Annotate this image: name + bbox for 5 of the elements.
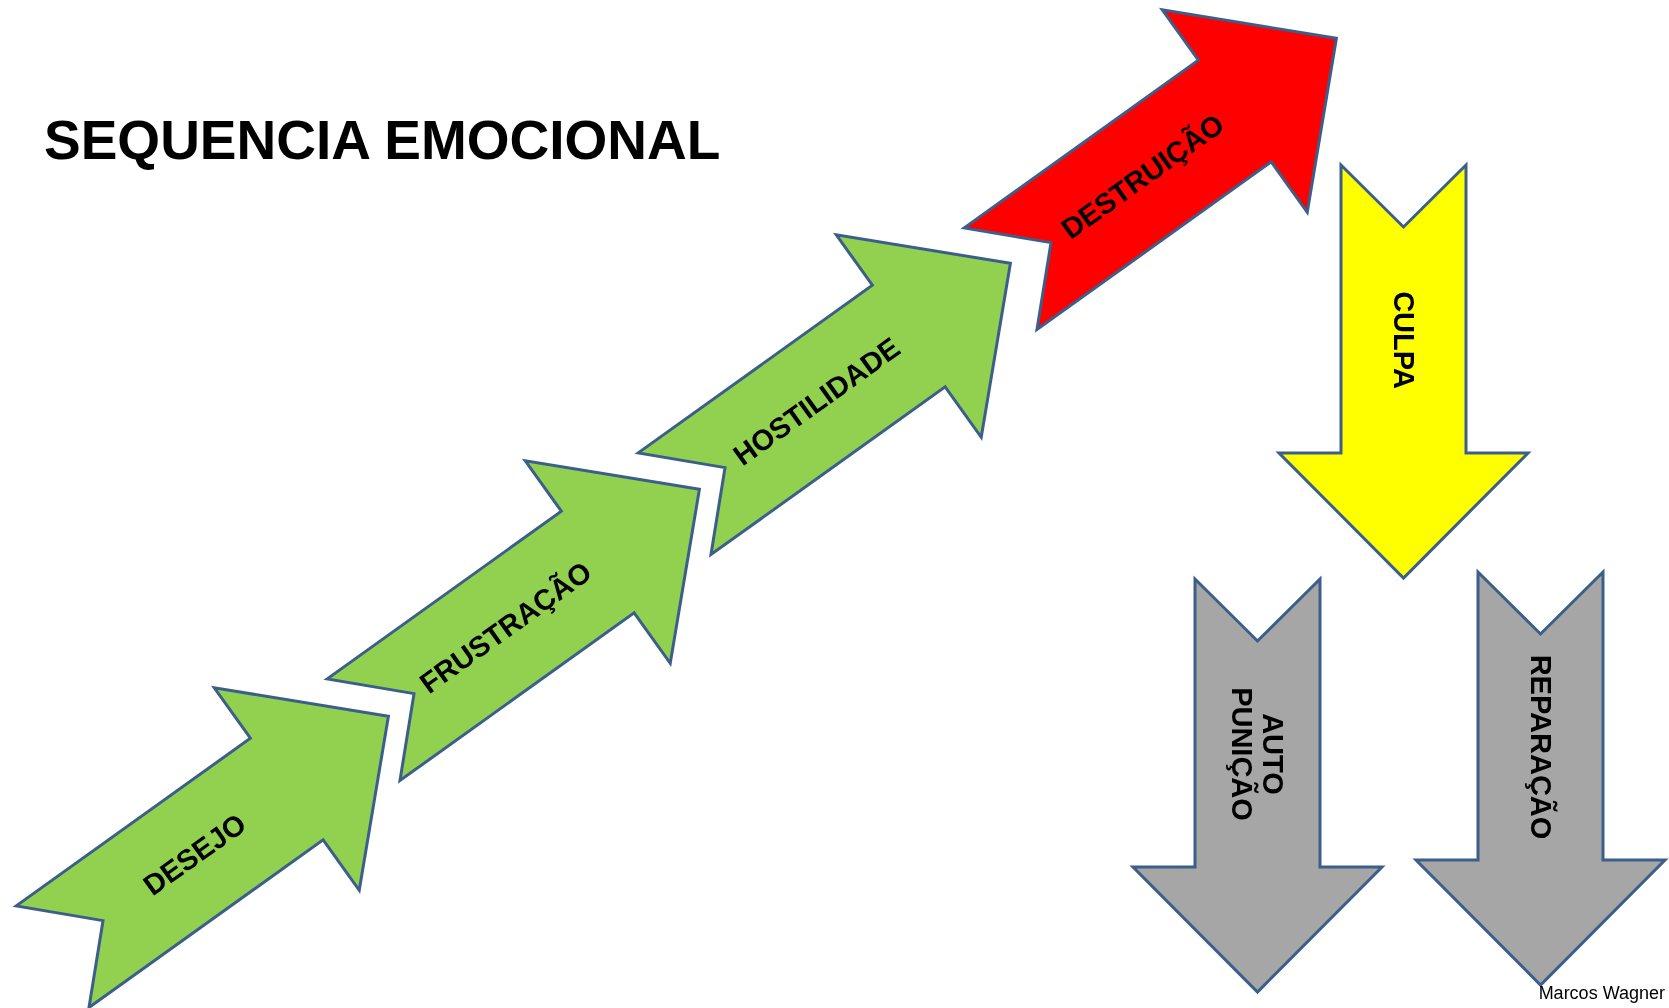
title: SEQUENCIA EMOCIONAL xyxy=(44,108,721,172)
chevron-label: CULPA xyxy=(1387,290,1419,389)
author-note: Marcos Wagner xyxy=(1538,983,1665,1004)
chevron-label: AUTO PUNIÇÃO xyxy=(1226,685,1288,823)
chevron-label: REPARAÇÃO xyxy=(1524,654,1556,839)
